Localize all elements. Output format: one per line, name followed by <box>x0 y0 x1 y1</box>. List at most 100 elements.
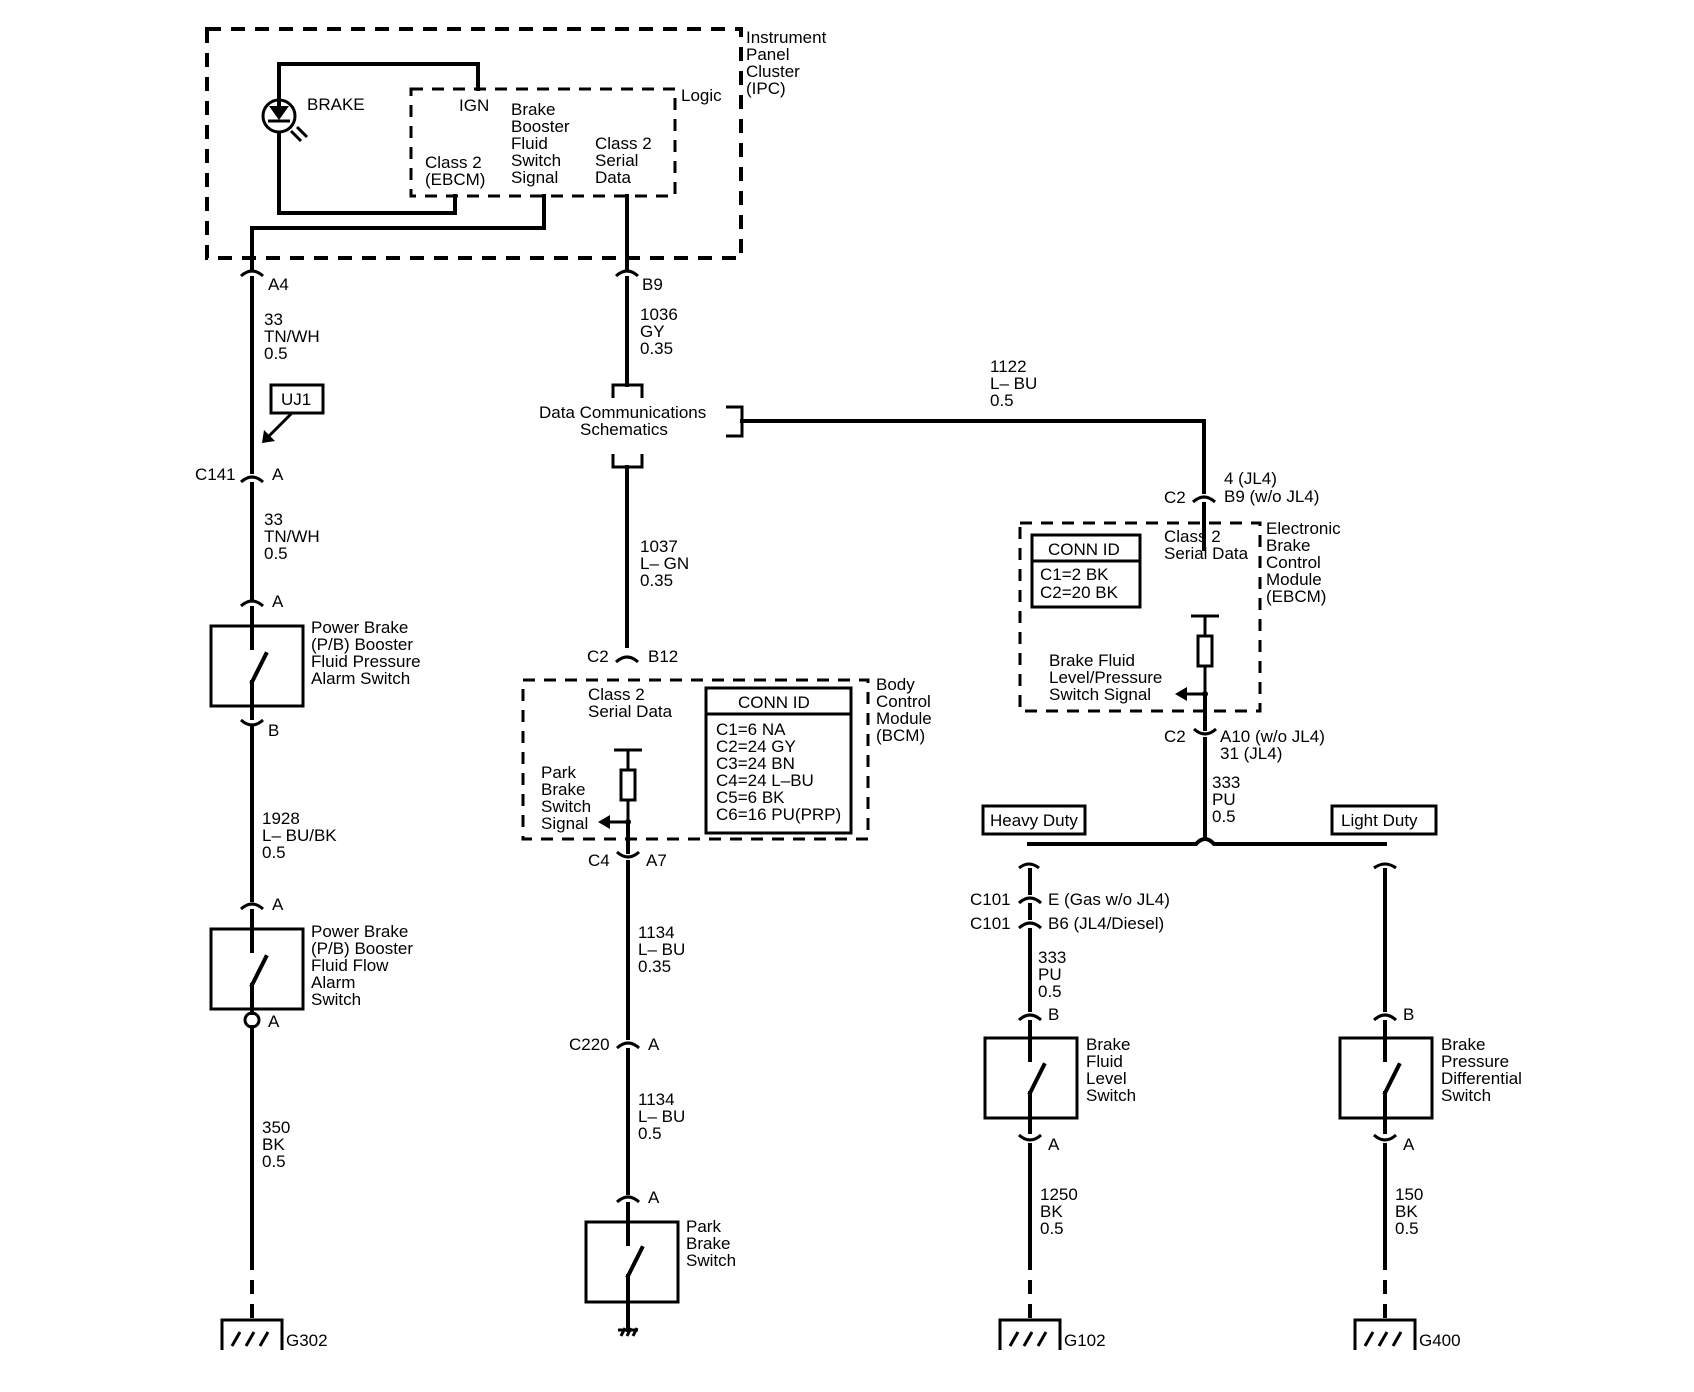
ground-g400: G400 <box>1419 1331 1461 1350</box>
wire-1037-label: 1037 L– GN 0.35 <box>640 537 694 590</box>
light-duty-label: Light Duty <box>1341 811 1418 830</box>
wire-350-label: 350 BK 0.5 <box>262 1118 295 1171</box>
pin-b9: B9 <box>642 275 663 294</box>
ebcm-conn-id-title: CONN ID <box>1048 540 1120 559</box>
class2-ebcm-label: Class 2 (EBCM) <box>425 153 486 189</box>
switch1-connector-a <box>239 599 265 608</box>
fluid-signal-wire <box>250 194 546 270</box>
connector-b9 <box>614 269 640 278</box>
brake-lamp-icon <box>261 98 309 143</box>
dcs-right-bracket <box>726 405 744 438</box>
connector-c2-top <box>1191 495 1217 504</box>
logic-box <box>409 87 677 198</box>
left-circuit: A4 33 TN/WH 0.5 UJ1 C141 A 33 TN/WH 0.5 … <box>195 194 546 1350</box>
level-switch-connector-b <box>1017 1013 1043 1022</box>
ld-branch-break <box>1373 862 1397 870</box>
switch1-name: Power Brake (P/B) Booster Fluid Pressure… <box>311 618 425 688</box>
c101-b-label: C101 <box>970 914 1011 933</box>
ebcm-conn-id-table <box>1030 533 1142 609</box>
middle-circuit: B9 1036 GY 0.35 Data Communications Sche… <box>521 194 937 1337</box>
park-switch-pin: A <box>648 1188 660 1207</box>
wire-333-trunk-label: 333 PU 0.5 <box>1212 773 1245 826</box>
park-pullup-resistor-icon <box>598 748 642 829</box>
park-switch-connector <box>615 1195 641 1204</box>
ebcm-serial-label: Class 2 Serial Data <box>1164 527 1249 563</box>
level-switch-pin-b: B <box>1048 1005 1059 1024</box>
ipc-boundary <box>205 27 743 260</box>
ground-g302: G302 <box>286 1331 328 1350</box>
c101-a-label: C101 <box>970 890 1011 909</box>
ebcm-boundary <box>1018 521 1262 713</box>
uj1-label: UJ1 <box>281 390 311 409</box>
connector-a4 <box>239 269 265 278</box>
bcm-serial-label: Class 2 Serial Data <box>588 685 673 721</box>
wire-1250-label: 1250 BK 0.5 <box>1040 1185 1083 1238</box>
ipc-name: Instrument Panel Cluster (IPC) <box>746 28 831 98</box>
bcm-conn-id-rows: C1=6 NA C2=24 GY C3=24 BN C4=24 L–BU C5=… <box>716 720 841 824</box>
arrow-icon <box>262 411 294 443</box>
diff-switch-pin-a: A <box>1403 1135 1415 1154</box>
level-switch-name: Brake Fluid Level Switch <box>1086 1035 1136 1105</box>
b12-label: B12 <box>648 647 678 666</box>
c141-pin: A <box>272 465 284 484</box>
bcm-conn-id-table <box>704 686 853 835</box>
park-brake-switch-icon <box>584 1202 680 1337</box>
wire-1036-label: 1036 GY 0.35 <box>640 305 683 358</box>
c101-a-pin: E (Gas w/o JL4) <box>1048 890 1170 909</box>
fluid-signal-label: Brake Fluid Level/Pressure Switch Signal <box>1049 651 1167 704</box>
connector-c2-bottom <box>1192 727 1218 736</box>
dcs-top-bracket <box>611 383 644 398</box>
connector-c101-e <box>1017 896 1043 905</box>
wire-1122-label: 1122 L– BU 0.5 <box>990 357 1042 410</box>
bcm-name: Body Control Module (BCM) <box>876 675 937 745</box>
c2-top-label: C2 <box>1164 488 1186 507</box>
wire-1122 <box>740 419 1206 494</box>
logic-label: Logic <box>681 86 722 105</box>
ebcm-pullup-resistor-icon <box>1175 614 1219 701</box>
c2-bottom-label: C2 <box>1164 727 1186 746</box>
pressure-switch-icon <box>209 606 305 720</box>
park-signal-label: Park Brake Switch Signal <box>541 763 596 833</box>
switch1-pin-b: B <box>268 721 279 740</box>
ground-g102-icon <box>998 1318 1062 1350</box>
wire-333-hd-label: 333 PU 0.5 <box>1038 948 1071 1001</box>
ebcm-name: Electronic Brake Control Module (EBCM) <box>1266 519 1345 606</box>
wire-33-lower-label: 33 TN/WH 0.5 <box>264 510 324 563</box>
park-switch-name: Park Brake Switch <box>686 1217 736 1270</box>
wire-1134-upper-label: 1134 L– BU 0.35 <box>638 923 690 976</box>
c2-top-pins: 4 (JL4) B9 (w/o JL4) <box>1224 469 1319 506</box>
flow-switch-icon <box>209 909 305 1029</box>
pressure-differential-switch-icon <box>1338 1020 1434 1134</box>
c220-pin: A <box>648 1035 660 1054</box>
right-circuit: 1122 L– BU 0.5 C2 4 (JL4) B9 (w/o JL4) E… <box>740 357 1527 1350</box>
ebcm-conn-id-rows: C1=2 BK C2=20 BK <box>1040 565 1119 602</box>
wire-1928-label: 1928 L– BU/BK 0.5 <box>262 809 341 862</box>
diff-switch-name: Brake Pressure Differential Switch <box>1441 1035 1527 1105</box>
c2-bottom-pins: A10 (w/o JL4) 31 (JL4) <box>1220 727 1330 763</box>
switch2-pin-bottom: A <box>268 1012 280 1031</box>
wire-150-label: 150 BK 0.5 <box>1395 1185 1428 1238</box>
connector-c220 <box>615 1041 641 1050</box>
light-duty-box <box>1330 804 1438 836</box>
ign-label: IGN <box>459 96 489 115</box>
diff-switch-connector-b <box>1372 1013 1398 1022</box>
connector-c2-b12 <box>614 655 640 664</box>
lamp-ign-wire <box>277 62 480 111</box>
fluid-switch-signal-label: Brake Booster Fluid Switch Signal <box>511 100 574 187</box>
switch1-connector-b <box>239 718 265 727</box>
wire-1134-lower-label: 1134 L– BU 0.5 <box>638 1090 690 1143</box>
hd-branch-break <box>1018 862 1040 870</box>
diff-switch-pin-b: B <box>1403 1005 1414 1024</box>
ground-g302-icon <box>220 1318 284 1350</box>
bcm-conn-id-title: CONN ID <box>738 693 810 712</box>
c141-label: C141 <box>195 465 236 484</box>
level-switch-connector-a <box>1017 1133 1043 1142</box>
ground-g102: G102 <box>1064 1331 1106 1350</box>
level-switch-pin-a: A <box>1048 1135 1060 1154</box>
connector-c141 <box>239 475 265 484</box>
switch1-pin-a: A <box>272 592 284 611</box>
c4-label: C4 <box>588 851 610 870</box>
diff-switch-connector-a <box>1372 1133 1398 1142</box>
fluid-level-switch-icon <box>983 1020 1079 1134</box>
